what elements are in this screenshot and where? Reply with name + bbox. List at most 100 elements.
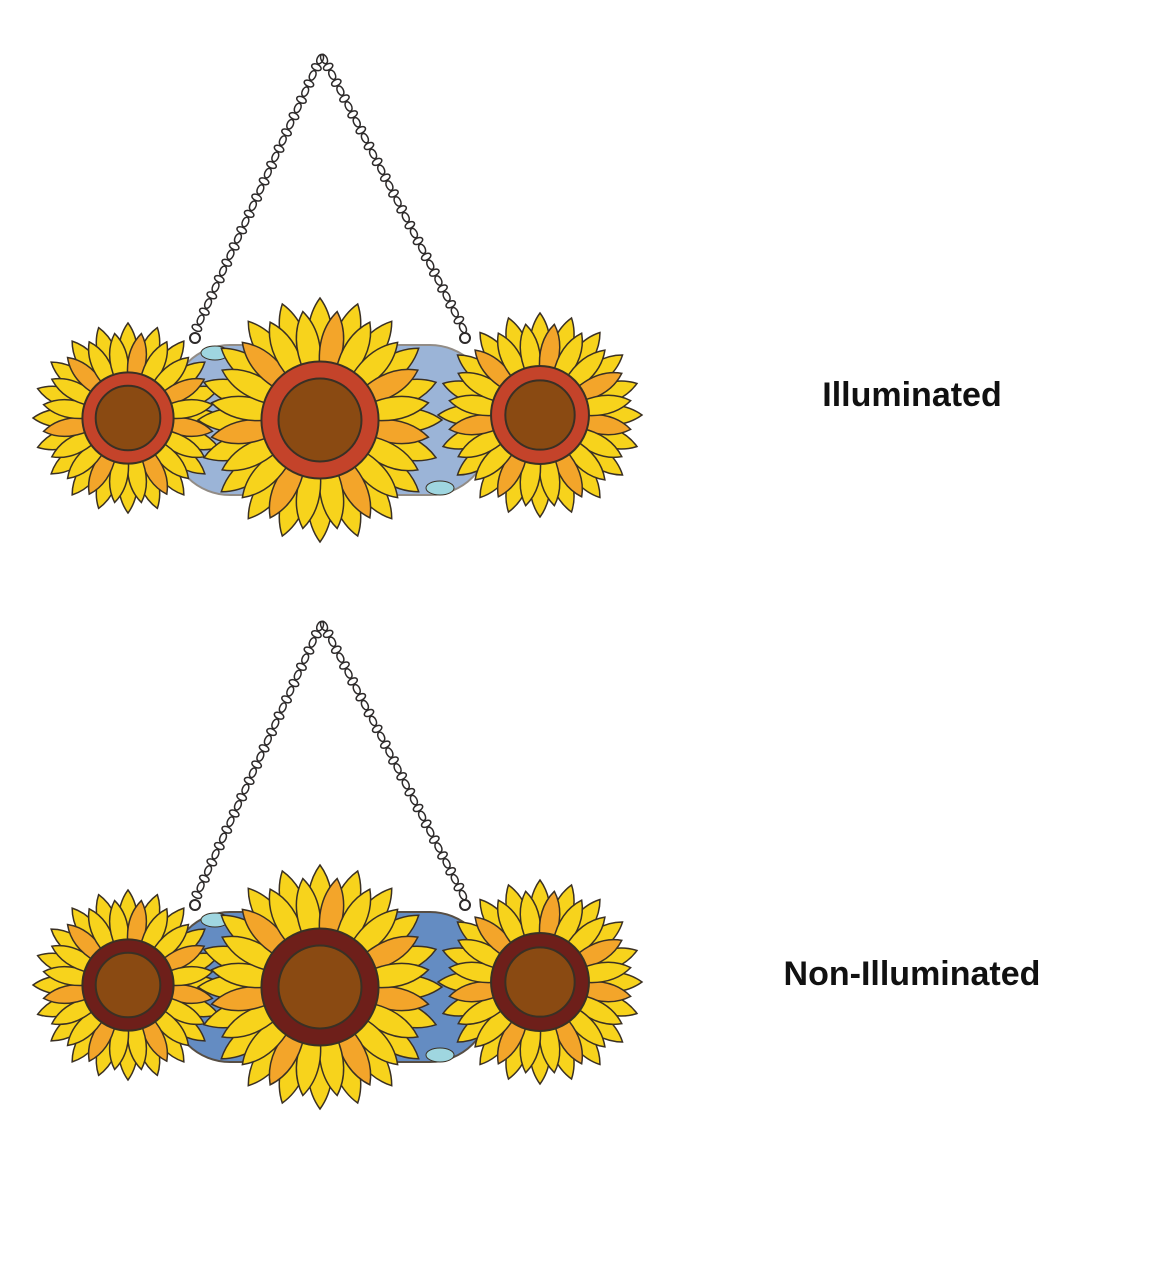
chain-link-icon [363, 708, 375, 718]
chain-link-icon [278, 135, 287, 147]
chain-link-icon [393, 763, 402, 774]
sunflower [31, 321, 225, 515]
chain-link-icon [248, 767, 258, 779]
chain-link-icon [344, 668, 353, 679]
chain-link-icon [336, 85, 345, 97]
chain-link-icon [434, 275, 443, 286]
chain-link-icon [385, 180, 394, 191]
chain-link-icon [450, 306, 460, 318]
chain-link-icon [404, 787, 416, 797]
chain-link-icon [393, 196, 402, 207]
chain-link-icon [196, 881, 205, 893]
chain-link-icon [322, 629, 334, 639]
chain-link-icon [263, 167, 273, 179]
chain-link-icon [352, 683, 361, 695]
chain-link-icon [355, 692, 367, 702]
chain-link-icon [233, 232, 243, 244]
chain-link-icon [385, 747, 394, 758]
sunflower [196, 863, 444, 1111]
chain-link-icon [396, 772, 408, 781]
chain-link-icon [248, 200, 258, 212]
chain-link-icon [420, 819, 432, 829]
chain-link-icon [310, 630, 322, 639]
chain-link-icon [428, 835, 440, 844]
chain-link-icon [236, 225, 248, 235]
chain-link-icon [221, 825, 233, 834]
chain-link-icon [442, 290, 451, 302]
chain-link-icon [221, 258, 233, 267]
chain-link-icon [368, 715, 378, 727]
chain-link-icon [251, 760, 263, 769]
chain-link-icon [281, 695, 292, 704]
non-illuminated-label: Non-Illuminated [783, 955, 1041, 993]
chain-link-icon [211, 281, 220, 293]
chain-link-icon [401, 778, 411, 790]
chain-link-icon [376, 731, 386, 743]
chain-link-icon [308, 636, 317, 648]
chain-link-icon [330, 645, 342, 654]
chain-link-icon [273, 711, 285, 720]
chain-link-icon [330, 78, 342, 87]
sunflower [196, 296, 444, 544]
chain-link-icon [344, 101, 353, 112]
chain-link-icon [241, 783, 250, 795]
chain-link-icon [295, 95, 307, 104]
chain-link-icon [371, 724, 383, 734]
sunflower [436, 311, 644, 519]
chain-link-icon [437, 851, 448, 860]
chain-link-icon [363, 141, 375, 151]
chain-link-icon [428, 268, 440, 277]
chain-link-icon [417, 243, 427, 255]
chain-link-icon [426, 259, 435, 271]
chain-link-icon [278, 702, 287, 714]
chain-link-icon [434, 842, 443, 853]
sunflower-panel-non-illuminated [0, 607, 680, 1167]
chain-link-icon [251, 193, 263, 202]
chain-link-icon [303, 79, 315, 88]
chain-link-icon [256, 750, 265, 762]
chain-link-icon [198, 307, 210, 316]
chain-link-icon [213, 841, 225, 851]
chain-link-icon [310, 63, 322, 72]
chain-link-icon [409, 227, 419, 239]
chain-link-icon [203, 865, 213, 876]
chain-link-icon [412, 803, 424, 813]
chain-link-icon [271, 718, 280, 730]
chain-link-icon [266, 727, 278, 737]
chain-link-icon [404, 220, 416, 230]
chain-link-icon [273, 144, 285, 153]
chain-link-icon [256, 183, 265, 195]
chain-link-icon [301, 86, 310, 98]
chain-link-icon [453, 882, 465, 892]
chain-link-icon [347, 677, 359, 686]
chain-link-icon [286, 685, 295, 697]
chain-link-icon [360, 132, 370, 144]
chain-link-icon [293, 669, 302, 681]
sunflower [31, 888, 225, 1082]
chain-link-icon [243, 776, 255, 786]
chain-link-icon [286, 118, 295, 130]
chain-link-icon [281, 128, 292, 137]
chain-link-icon [295, 662, 307, 671]
chain-link-icon [303, 646, 315, 655]
chain-link-icon [376, 164, 386, 176]
chain-link-icon [218, 832, 228, 844]
chain-link-icon [266, 160, 278, 170]
chain-link-icon [396, 205, 408, 214]
chain-link-icon [458, 889, 468, 901]
chain-link-icon [450, 873, 460, 885]
chain-link-icon [388, 189, 399, 198]
chain-link-icon [379, 173, 391, 182]
chain-link-icon [352, 116, 361, 128]
sunflower-suncatcher-image [31, 53, 644, 544]
chain-link-icon [339, 661, 350, 670]
chain-link-icon [327, 636, 337, 648]
chain-link-icon [206, 858, 218, 867]
chain-link-icon [263, 734, 273, 746]
chain-link-icon [437, 284, 448, 293]
chain-link-icon [226, 249, 235, 261]
chain-link-icon [293, 102, 302, 114]
chain-link-icon [426, 826, 435, 838]
chain-link-icon [445, 300, 457, 309]
chain-link-icon [228, 242, 240, 251]
